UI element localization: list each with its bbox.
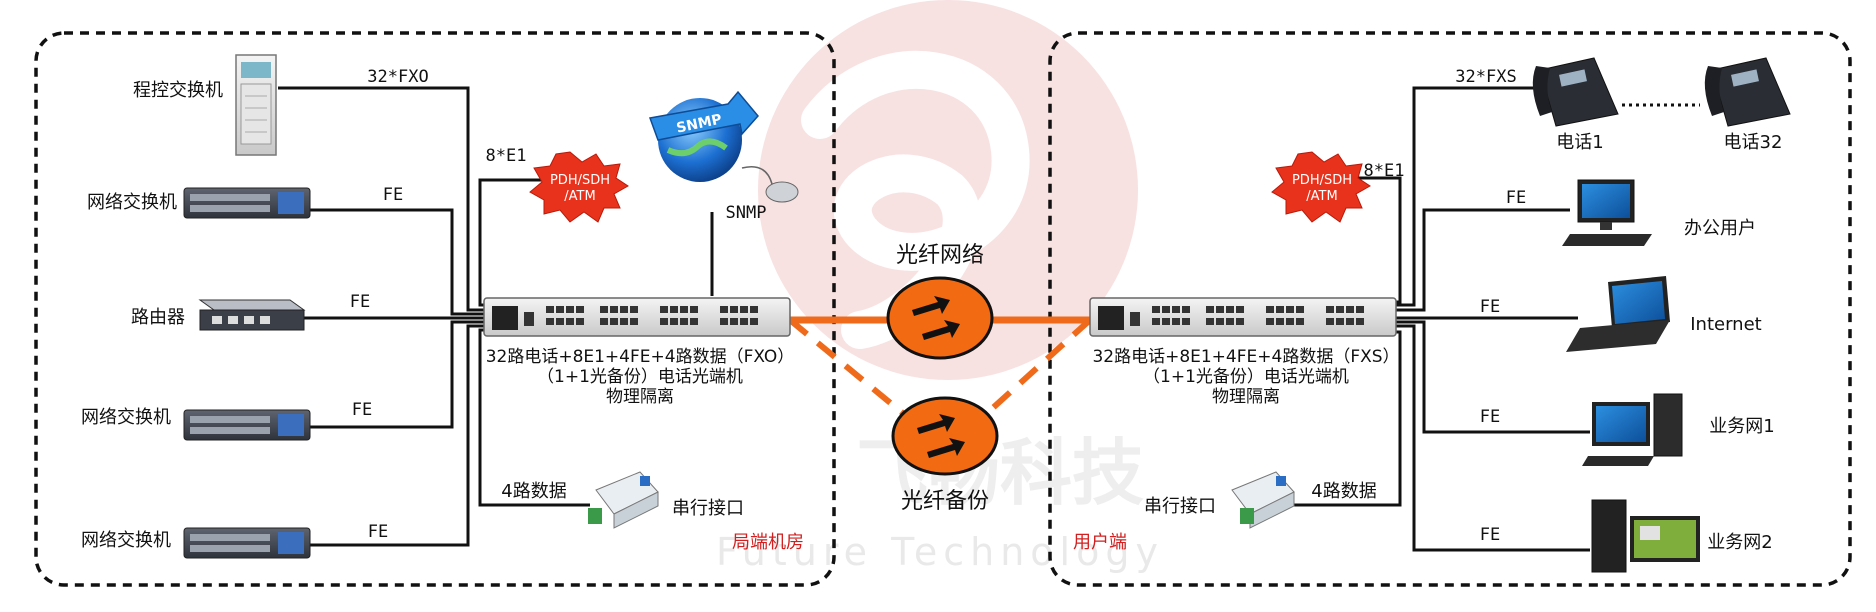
switch3-link-label: FE	[368, 522, 388, 542]
internet-label: Internet	[1690, 314, 1761, 335]
arrow-icon	[922, 320, 960, 340]
watermark-en: Future Technology	[716, 530, 1164, 574]
snmp-globe-icon: SNMP	[648, 90, 799, 203]
serial-converter-right	[1231, 471, 1295, 529]
right-room-label: 用户端	[1073, 532, 1127, 553]
router-link-label: FE	[350, 292, 370, 312]
right-unit-caption-1: 32路电话+8E1+4FE+4路数据（FXS）	[1092, 347, 1399, 367]
burst-left-line2: /ATM	[564, 189, 595, 204]
office-pc-icon	[1562, 179, 1652, 246]
left-serial-label: 串行接口	[672, 498, 744, 519]
laptop-icon	[1566, 276, 1670, 352]
desktop-pc-icon	[1582, 393, 1683, 466]
arrow-icon	[917, 414, 955, 434]
left-unit-caption-3: 物理隔离	[606, 387, 674, 407]
fiber-network-ellipse	[886, 276, 994, 360]
fxs-link-label: 32*FXS	[1455, 67, 1516, 87]
left-data4-label: 4路数据	[501, 481, 566, 502]
switch2-link-label: FE	[352, 400, 372, 420]
burst-right-line1: PDH/SDH	[1292, 173, 1352, 188]
fiber-network-node: 光纤网络	[886, 243, 994, 360]
serial-converter-left	[588, 471, 659, 529]
optical-terminal-left	[483, 297, 791, 337]
network-switch-3	[183, 527, 311, 559]
left-zone-border	[34, 31, 836, 587]
router	[198, 299, 306, 331]
fiber-backup-label: 光纤备份	[901, 489, 989, 514]
watermark: 飞畅科技 Future Technology	[716, 0, 1164, 574]
right-unit-caption-3: 物理隔离	[1212, 387, 1280, 407]
e1-left-link-label: 8*E1	[486, 146, 527, 166]
left-wires	[278, 86, 714, 547]
arrow-icon	[912, 296, 950, 316]
biz2-link-label: FE	[1480, 525, 1500, 545]
switch2-label: 网络交换机	[81, 407, 171, 428]
network-switch-1	[183, 187, 311, 219]
pdh-sdh-atm-burst-right: PDH/SDH /ATM	[1271, 151, 1371, 223]
fiber-network-label: 光纤网络	[896, 243, 984, 268]
router-label: 路由器	[131, 307, 185, 328]
switch1-label: 网络交换机	[87, 192, 177, 213]
right-unit-caption-2: （1+1光备份）电话光端机	[1143, 367, 1349, 387]
internet-link-label: FE	[1480, 297, 1500, 317]
right-serial-label: 串行接口	[1144, 496, 1216, 517]
left-unit-caption-1: 32路电话+8E1+4FE+4路数据（FXO）	[486, 347, 795, 367]
biz2-label: 业务网2	[1707, 532, 1772, 553]
fiber-backup-line-left	[788, 317, 907, 418]
network-switch-2	[183, 409, 311, 441]
phone32-label: 电话32	[1724, 132, 1783, 153]
right-data4-label: 4路数据	[1311, 481, 1376, 502]
right-wires	[1290, 86, 1590, 552]
biz1-link-label: FE	[1480, 407, 1500, 427]
arrow-icon	[927, 438, 965, 458]
office-link-label: FE	[1506, 188, 1526, 208]
left-unit-caption-2: （1+1光备份）电话光端机	[537, 367, 743, 387]
burst-left-line1: PDH/SDH	[550, 173, 610, 188]
e1-right-link-label: 8*E1	[1364, 161, 1405, 181]
switch1-link-label: FE	[383, 185, 403, 205]
desk-phone-icon	[1704, 57, 1791, 127]
office-label: 办公用户	[1684, 218, 1756, 239]
pbx-link-label: 32*FXO	[367, 67, 428, 87]
pdh-sdh-atm-burst-left: PDH/SDH /ATM	[529, 151, 629, 223]
burst-right-line2: /ATM	[1306, 189, 1337, 204]
phone1-label: 电话1	[1556, 132, 1603, 153]
workstation-icon	[1591, 499, 1700, 573]
switch3-label: 网络交换机	[81, 530, 171, 551]
left-room-label: 局端机房	[732, 532, 804, 553]
right-zone-border	[1048, 31, 1852, 587]
pbx-label: 程控交换机	[133, 80, 223, 101]
fiber-backup-node: 光纤备份	[891, 396, 999, 514]
desk-phone-icon	[1532, 57, 1619, 127]
optical-terminal-right	[1089, 297, 1397, 337]
fiber-backup-ellipse	[891, 396, 999, 476]
snmp-link-label: SNMP	[726, 203, 767, 223]
fiber-backup-line-right	[982, 317, 1093, 418]
pbx-cabinet	[235, 54, 277, 156]
biz1-label: 业务网1	[1709, 416, 1774, 437]
watermark-swirl	[801, 50, 1030, 349]
